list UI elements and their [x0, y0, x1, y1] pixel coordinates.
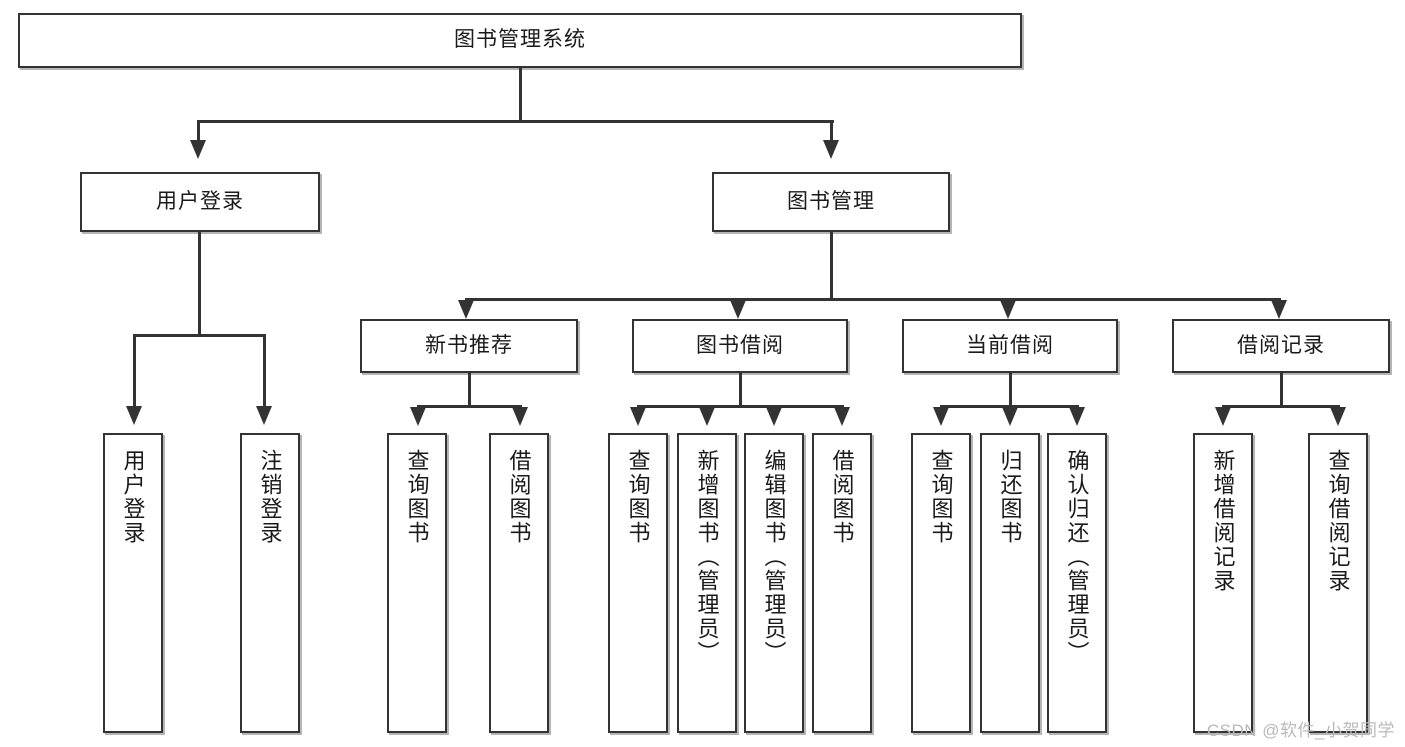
node-label: 用户登录 — [120, 449, 146, 545]
leaf-current-borrow-1[interactable]: 查询图书 — [911, 433, 971, 733]
arrow-to-cb-leaf-1 — [933, 407, 949, 426]
arrow-to-nbr-leaf-1 — [410, 407, 426, 426]
node-label: 图书管理系统 — [454, 28, 586, 52]
connector-book-management-stem — [830, 232, 833, 300]
connector-root-bus — [197, 120, 834, 123]
arrow-to-book-management — [823, 140, 839, 159]
connector-bb-bus — [637, 405, 844, 408]
node-label: 归还图书 — [997, 449, 1023, 545]
node-label: 借阅记录 — [1237, 333, 1325, 357]
arrow-to-cb-leaf-2 — [1002, 407, 1018, 426]
arrow-to-user-login — [190, 140, 206, 159]
arrow-to-br-leaf-1 — [1215, 407, 1231, 426]
node-label: 确认归还（管理员） — [1064, 449, 1090, 665]
arrow-to-bb-leaf-3 — [766, 407, 782, 426]
node-user-login[interactable]: 用户登录 — [80, 172, 320, 232]
node-label: 借阅图书 — [829, 449, 855, 545]
leaf-book-borrow-3[interactable]: 编辑图书（管理员） — [744, 433, 804, 733]
arrow-to-bb-leaf-4 — [834, 407, 850, 426]
node-new-book-recommend[interactable]: 新书推荐 — [360, 319, 578, 373]
node-current-borrow[interactable]: 当前借阅 — [902, 319, 1118, 373]
leaf-new-book-recommend-2[interactable]: 借阅图书 — [489, 433, 549, 733]
node-label: 注销登录 — [257, 449, 283, 545]
connector-user-login-drop-2 — [263, 334, 266, 408]
connector-br-stem — [1280, 373, 1283, 407]
connector-user-login-stem — [198, 232, 201, 336]
leaf-borrow-record-1[interactable]: 新增借阅记录 — [1193, 433, 1253, 733]
leaf-borrow-record-2[interactable]: 查询借阅记录 — [1308, 433, 1368, 733]
node-label: 新增图书（管理员） — [694, 449, 720, 665]
node-book-borrow[interactable]: 图书借阅 — [632, 319, 848, 373]
leaf-user-login-1[interactable]: 用户登录 — [103, 433, 163, 733]
node-label: 查询图书 — [404, 449, 430, 545]
node-label: 图书管理 — [787, 189, 875, 213]
connector-nbr-bus — [417, 405, 522, 408]
leaf-book-borrow-4[interactable]: 借阅图书 — [812, 433, 872, 733]
node-label: 新书推荐 — [425, 333, 513, 357]
node-label: 查询借阅记录 — [1325, 449, 1351, 593]
node-label: 查询图书 — [625, 449, 651, 545]
connector-root-drop-right — [830, 120, 833, 142]
leaf-new-book-recommend-1[interactable]: 查询图书 — [387, 433, 447, 733]
node-root-book-management-system[interactable]: 图书管理系统 — [18, 13, 1022, 68]
arrow-to-current-borrow — [1000, 300, 1016, 319]
arrow-to-nbr-leaf-2 — [512, 407, 528, 426]
node-label: 借阅图书 — [506, 449, 532, 545]
arrow-to-user-login-leaf-2 — [256, 406, 272, 425]
arrow-to-borrow-record — [1271, 300, 1287, 319]
arrow-to-cb-leaf-3 — [1069, 407, 1085, 426]
node-label: 编辑图书（管理员） — [761, 449, 787, 665]
connector-user-login-drop-1 — [133, 334, 136, 408]
arrow-to-new-book-recommend — [458, 300, 474, 319]
node-label: 查询图书 — [928, 449, 954, 545]
arrow-to-bb-leaf-1 — [630, 407, 646, 426]
arrow-to-user-login-leaf-1 — [126, 406, 142, 425]
node-book-management[interactable]: 图书管理 — [712, 172, 950, 232]
connector-root-drop-left — [197, 120, 200, 142]
leaf-current-borrow-2[interactable]: 归还图书 — [980, 433, 1040, 733]
node-label: 新增借阅记录 — [1210, 449, 1236, 593]
arrow-to-br-leaf-2 — [1330, 407, 1346, 426]
arrow-to-book-borrow — [730, 300, 746, 319]
leaf-user-login-2[interactable]: 注销登录 — [240, 433, 300, 733]
node-borrow-record[interactable]: 借阅记录 — [1172, 319, 1390, 373]
connector-nbr-stem — [468, 373, 471, 407]
node-label: 当前借阅 — [966, 333, 1054, 357]
leaf-book-borrow-2[interactable]: 新增图书（管理员） — [677, 433, 737, 733]
connector-user-login-bus — [133, 334, 266, 337]
leaf-book-borrow-1[interactable]: 查询图书 — [608, 433, 668, 733]
arrow-to-bb-leaf-2 — [699, 407, 715, 426]
connector-book-management-bus — [465, 298, 1281, 301]
connector-br-bus — [1222, 405, 1340, 408]
connector-root-stem — [519, 68, 522, 120]
connector-cb-stem — [1009, 373, 1012, 407]
node-label: 图书借阅 — [696, 333, 784, 357]
node-label: 用户登录 — [156, 189, 244, 213]
connector-bb-stem — [739, 373, 742, 407]
leaf-current-borrow-3[interactable]: 确认归还（管理员） — [1047, 433, 1107, 733]
